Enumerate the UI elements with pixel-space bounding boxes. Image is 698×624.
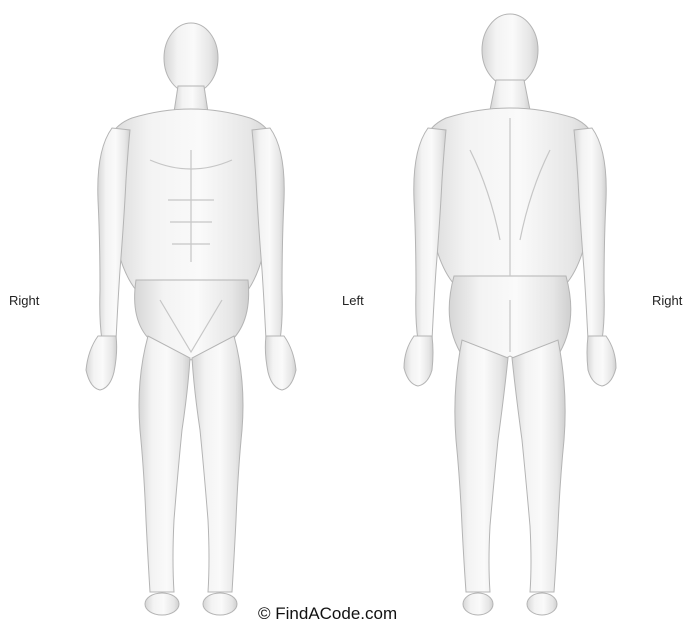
back-leg-right xyxy=(512,340,565,592)
back-head xyxy=(482,14,538,86)
back-side-label: Right xyxy=(652,293,682,308)
front-neck xyxy=(174,86,208,112)
back-foot-right xyxy=(527,593,557,615)
back-foot-left xyxy=(463,593,493,615)
back-hand-left xyxy=(404,336,433,386)
back-neck xyxy=(490,80,530,110)
back-hand-right xyxy=(587,336,616,386)
front-hand-left xyxy=(265,336,296,390)
front-side-label: Right xyxy=(9,293,39,308)
front-leg-left xyxy=(192,336,243,592)
middle-side-label: Left xyxy=(342,293,364,308)
copyright-text: © FindACode.com xyxy=(258,604,397,624)
front-hand-right xyxy=(86,336,117,390)
back-body-figure xyxy=(404,14,616,615)
front-body-figure xyxy=(86,23,296,615)
front-foot-right xyxy=(145,593,179,615)
back-leg-left xyxy=(455,340,508,592)
front-foot-left xyxy=(203,593,237,615)
front-leg-right xyxy=(139,336,190,592)
front-head xyxy=(164,23,218,93)
